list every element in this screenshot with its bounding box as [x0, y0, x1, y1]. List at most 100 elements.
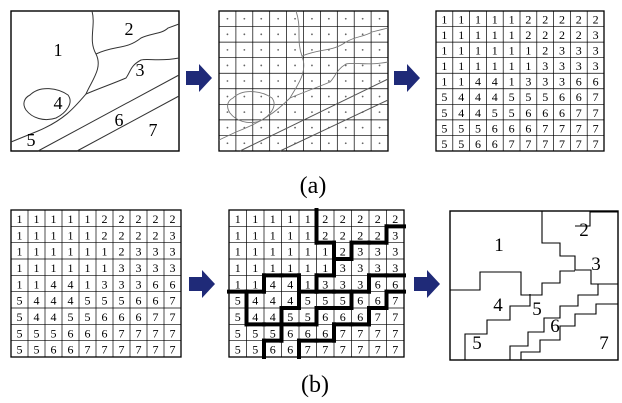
grid-cell-value: 2 — [525, 12, 531, 26]
grid-cell-value: 7 — [559, 137, 565, 151]
grid-cell-value: 4 — [34, 294, 40, 308]
cell-center-dot — [226, 80, 229, 82]
grid-cell-value: 2 — [102, 228, 108, 242]
grid-cell-value: 1 — [475, 28, 481, 42]
grid-cell-value: 6 — [559, 106, 565, 120]
grid-cell-value: 1 — [525, 44, 531, 58]
panel-zone-map: 1 2 3 4 5 6 7 — [10, 10, 180, 152]
grid-cell-value: 5 — [458, 137, 464, 151]
grid-cell-value: 3 — [542, 59, 548, 73]
boundary-line — [575, 211, 618, 227]
grid-cell-value: 6 — [322, 310, 328, 324]
grid-cell-value: 7 — [375, 343, 381, 357]
cell-center-dot — [378, 64, 381, 67]
grid-cell-value: 4 — [68, 277, 74, 291]
cell-center-dot — [226, 17, 229, 20]
grid-cell-value: 7 — [509, 137, 515, 151]
cell-center-dot — [277, 33, 280, 36]
cell-center-dot — [361, 95, 364, 98]
cell-center-dot — [243, 111, 246, 114]
grid-cell-value: 1 — [305, 228, 311, 242]
grid-cell-value: 5 — [270, 326, 276, 340]
grid-cell-value: 2 — [392, 212, 398, 226]
grid-cell-value: 1 — [17, 277, 23, 291]
grid-cell-value: 1 — [34, 261, 40, 275]
grid-cell-value: 6 — [136, 294, 142, 308]
grid-cell-value: 1 — [68, 261, 74, 275]
grid-cell-value: 2 — [136, 212, 142, 226]
cell-center-dot — [277, 142, 280, 145]
grid-cell-value: 1 — [51, 228, 57, 242]
grid-cell-value: 1 — [235, 228, 241, 242]
grid-cell-value: 2 — [153, 228, 159, 242]
grid-cell-value: 1 — [458, 44, 464, 58]
grid-cell-value: 2 — [542, 12, 548, 26]
cell-center-dot — [260, 17, 263, 20]
grid-cell-value: 1 — [492, 59, 498, 73]
boundary-line — [227, 91, 275, 124]
arrow-right-icon — [186, 64, 212, 92]
zone-label: 1 — [54, 40, 63, 60]
cell-center-dot — [226, 33, 229, 36]
grid-cell-value: 6 — [51, 343, 57, 357]
grid-cell-value: 5 — [542, 90, 548, 104]
grid-cell-value: 7 — [576, 137, 582, 151]
grid-cell-value: 1 — [68, 212, 74, 226]
grid-cell-value: 7 — [375, 310, 381, 324]
grid-cell-value: 4 — [475, 106, 481, 120]
grid-cell-value: 6 — [287, 343, 293, 357]
grid-cell-value: 1 — [235, 245, 241, 259]
grid-cell-value: 1 — [85, 277, 91, 291]
panel-derived-zone-map: 1 2 3 4 5 6 5 7 — [449, 210, 619, 361]
grid-cell-value: 7 — [170, 326, 176, 340]
grid-cell-value: 3 — [136, 245, 142, 259]
grid-cell-value: 1 — [458, 12, 464, 26]
grid-cell-value: 5 — [85, 310, 91, 324]
boundary-line — [95, 23, 180, 55]
grid-cell-value: 1 — [509, 28, 515, 42]
cell-center-dot — [311, 33, 313, 36]
grid-cell-value: 7 — [322, 343, 328, 357]
grid-cell-value: 5 — [305, 294, 311, 308]
grid-cell-value: 4 — [475, 75, 481, 89]
boundary-line — [23, 88, 71, 121]
zone-label: 5 — [472, 333, 482, 354]
caption-a: (a) — [300, 173, 327, 199]
cell-center-dot — [344, 48, 347, 51]
grid-cell-value: 7 — [392, 310, 398, 324]
grid-cell-value: 3 — [593, 44, 599, 58]
grid-cell-value: 3 — [392, 228, 398, 242]
grid-cell-value: 7 — [525, 137, 531, 151]
grid-cell-value: 5 — [492, 106, 498, 120]
grid-cell-value: 7 — [593, 90, 599, 104]
grid-cell-value: 2 — [559, 12, 565, 26]
grid-cell-value: 7 — [593, 137, 599, 151]
grid-cell-value: 3 — [375, 245, 381, 259]
cell-center-dot — [311, 142, 313, 145]
grid-cell-value: 1 — [252, 228, 258, 242]
grid-cell-value: 1 — [17, 245, 23, 259]
grid-cell-value: 6 — [357, 310, 363, 324]
grid-cell-value: 2 — [102, 212, 108, 226]
grid-cell-value: 5 — [68, 310, 74, 324]
grid-cell-value: 4 — [68, 294, 74, 308]
grid-cell-value: 6 — [492, 137, 498, 151]
grid-cell-value: 7 — [375, 326, 381, 340]
grid-cell-value: 2 — [542, 44, 548, 58]
grid-cell-value: 7 — [136, 326, 142, 340]
grid-cell-value: 4 — [51, 277, 57, 291]
zone-label: 7 — [599, 333, 609, 354]
cell-center-dot — [260, 126, 263, 129]
grid-cell-value: 5 — [458, 121, 464, 135]
cell-center-dot — [378, 95, 381, 98]
cell-center-dot — [327, 33, 330, 36]
grid-cell-value: 1 — [475, 44, 481, 58]
cell-center-dot — [378, 126, 381, 129]
grid-cell-value: 7 — [357, 343, 363, 357]
grid-cell-value: 5 — [509, 106, 515, 120]
grid-cell-value: 7 — [542, 137, 548, 151]
grid-cell-value: 3 — [576, 59, 582, 73]
zone-label: 6 — [115, 110, 124, 130]
grid-cell-value: 1 — [68, 228, 74, 242]
